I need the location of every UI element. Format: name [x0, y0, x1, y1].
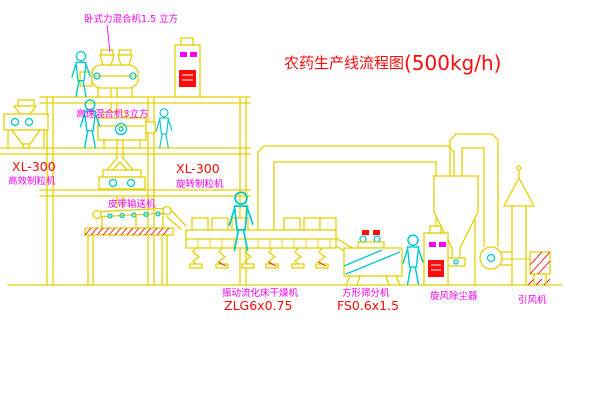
- label-rotary-granulator-model: XL-300: [176, 161, 220, 176]
- label-square-sieve-model: FS0.6x1.5: [337, 298, 399, 313]
- label-high-speed-mixer: 高速混合机3立方: [76, 108, 149, 120]
- left-granulator: [3, 99, 49, 149]
- page-title: 农药生产线流程图: [284, 54, 404, 72]
- worker-sieve: [402, 234, 424, 286]
- label-fluid-bed-dryer-model: ZLG6x0.75: [224, 298, 292, 313]
- induced-draft-fan: [479, 246, 551, 286]
- label-induced-draft-fan: 引风机: [518, 294, 547, 306]
- exhaust-stack: [502, 165, 536, 286]
- label-horizontal-mixer: 卧式力混合机1.5 立方: [84, 13, 178, 25]
- label-leader-line: [106, 24, 111, 53]
- main-exhaust-duct: [257, 145, 455, 231]
- label-fluid-bed-dryer: 振动流化床干燥机: [222, 287, 299, 299]
- square-sieve: [335, 230, 403, 286]
- label-left-granulator: 高效制粒机: [8, 175, 56, 187]
- granulator-discharge-pipe: [116, 195, 124, 209]
- horizontal-mixer: [79, 49, 139, 98]
- label-left-granulator-model: XL-300: [12, 159, 56, 174]
- fluid-bed-dryer: [185, 217, 337, 269]
- belt-conveyor: [92, 205, 187, 230]
- conveyor-platform: [84, 227, 174, 286]
- control-cabinet-top: [174, 37, 201, 98]
- label-cyclone: 旋风除尘器: [430, 290, 478, 302]
- page-title-capacity: (500kg/h): [404, 51, 501, 75]
- y-duct: [106, 139, 134, 172]
- label-rotary-granulator: 旋转制粒机: [176, 178, 224, 190]
- building-frame: [0, 96, 251, 286]
- cyclone-outlet-duct: [449, 133, 499, 247]
- worker-floor2-left: [79, 99, 101, 149]
- high-speed-mixer: [97, 111, 156, 149]
- label-belt-conveyor: 皮带输送机: [108, 198, 156, 210]
- control-cabinet-right: [423, 225, 449, 286]
- worker-floor2-right: [155, 108, 173, 149]
- mixer-drop-pipe: [110, 102, 118, 113]
- rotary-granulator: [98, 169, 146, 190]
- label-square-sieve: 方形筛分机: [342, 287, 390, 299]
